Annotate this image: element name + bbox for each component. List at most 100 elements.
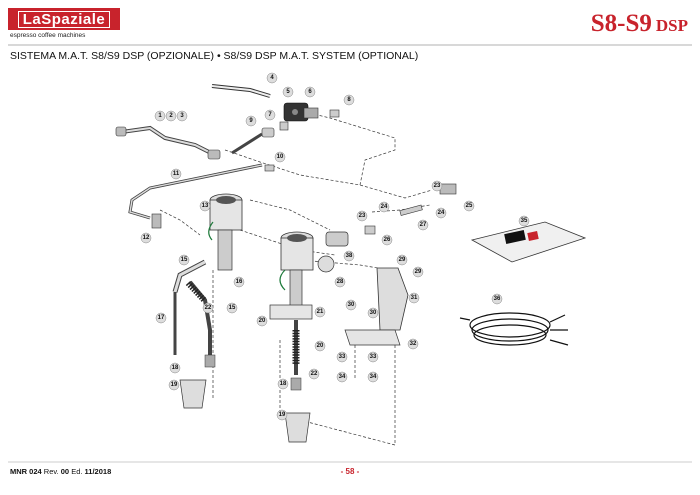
callout-label: 25 — [466, 203, 473, 209]
callout-label: 3 — [180, 113, 184, 119]
callout-label: 34 — [339, 374, 346, 380]
callout-label: 28 — [337, 279, 344, 285]
fitting-10 — [264, 164, 275, 172]
callout: 28 — [334, 276, 346, 288]
bracket-31 — [376, 267, 409, 331]
page-subtitle: SISTEMA M.A.T. S8/S9 DSP (OPZIONALE) • S… — [10, 50, 419, 62]
callout-label: 16 — [236, 279, 243, 285]
callout: 10 — [274, 151, 286, 163]
callout-label: 10 — [277, 154, 284, 160]
callout: 6 — [304, 86, 316, 98]
callout-label: 20 — [259, 318, 266, 324]
document-reference: MNR 024 Rev. 00 Ed. 11/2018 — [10, 467, 111, 476]
callouts: 1 2 3 4 5 6 7 8 9 10 11 12 13 15 15 16 1… — [140, 72, 530, 421]
callout: 22 — [202, 302, 214, 314]
rev-number: 00 — [60, 467, 70, 476]
callout: 34 — [336, 371, 348, 383]
callout: 2 — [165, 110, 177, 122]
callout-label: 17 — [158, 315, 165, 321]
callout: 24 — [435, 207, 447, 219]
callout: 18 — [277, 378, 289, 390]
callout: 15 — [178, 254, 190, 266]
callout-label: 18 — [172, 365, 179, 371]
callout-label: 26 — [384, 237, 391, 243]
model-suffix: DSP — [655, 16, 688, 35]
callout: 35 — [518, 215, 530, 227]
callout-label: 30 — [370, 310, 377, 316]
callout: 20 — [256, 315, 268, 327]
edition-date: 11/2018 — [84, 467, 112, 476]
callout: 30 — [367, 307, 379, 319]
callout: 23 — [356, 210, 368, 222]
callout-label: 33 — [370, 354, 377, 360]
callout: 11 — [170, 168, 182, 180]
callout-label: 2 — [169, 113, 173, 119]
callout: 18 — [169, 362, 181, 374]
callout: 19 — [168, 379, 180, 391]
fitting-8 — [329, 109, 340, 118]
control-board-35 — [470, 221, 587, 263]
callout: 34 — [367, 371, 379, 383]
callout-label: 32 — [410, 341, 417, 347]
steam-wand-right — [269, 231, 314, 443]
rev-label: Rev. — [43, 467, 59, 476]
callout-label: 23 — [359, 213, 366, 219]
callout-label: 20 — [317, 343, 324, 349]
callout: 13 — [199, 200, 211, 212]
callout: 31 — [408, 292, 420, 304]
callout: 21 — [314, 306, 326, 318]
callout: 20 — [314, 340, 326, 352]
callout-label: 15 — [181, 257, 188, 263]
callout: 8 — [343, 94, 355, 106]
callout-label: 19 — [171, 382, 178, 388]
callout-label: 11 — [173, 171, 180, 177]
callout: 17 — [155, 312, 167, 324]
callout-label: 5 — [286, 89, 290, 95]
ed-label: Ed. — [71, 467, 83, 476]
callout-label: 29 — [415, 269, 422, 275]
callout-label: 21 — [317, 309, 324, 315]
callout-label: 12 — [143, 235, 150, 241]
callout-label: 1 — [158, 113, 162, 119]
callout: 29 — [412, 266, 424, 278]
callout: 29 — [396, 254, 408, 266]
pipe-assembly-1-3 — [115, 125, 221, 160]
brand-logo: LaSpaziale — [8, 8, 120, 30]
callout-label: 34 — [370, 374, 377, 380]
callout-label: 38 — [346, 253, 353, 259]
solenoid-valve-6 — [283, 102, 319, 122]
fitting-25 — [439, 183, 457, 195]
callout-label: 31 — [411, 295, 418, 301]
callout: 36 — [491, 293, 503, 305]
callout: 4 — [266, 72, 278, 84]
callout: 15 — [226, 302, 238, 314]
callout: 1 — [154, 110, 166, 122]
callout: 33 — [336, 351, 348, 363]
callout-label: 30 — [348, 302, 355, 308]
callout-label: 29 — [399, 257, 406, 263]
callout-label: 33 — [339, 354, 346, 360]
callout-label: 6 — [308, 89, 312, 95]
callout-label: 15 — [229, 305, 236, 311]
callout: 22 — [308, 368, 320, 380]
bracket-32 — [344, 329, 401, 346]
callout: 27 — [417, 219, 429, 231]
callout-label: 35 — [521, 218, 528, 224]
rod-27 — [399, 204, 423, 216]
knob-28 — [317, 255, 335, 273]
callout-label: 7 — [268, 112, 272, 118]
callout-label: 18 — [280, 381, 287, 387]
callout: 12 — [140, 232, 152, 244]
callout: 16 — [233, 276, 245, 288]
callout: 7 — [264, 109, 276, 121]
callout: 25 — [463, 200, 475, 212]
callout: 19 — [276, 409, 288, 421]
fitting-12 — [151, 213, 162, 229]
cable-harness-36 — [459, 312, 569, 346]
callout-label: 24 — [381, 204, 388, 210]
logo-text: LaSpaziale — [17, 10, 111, 28]
fitting-7 — [279, 121, 289, 131]
fitting-26 — [364, 225, 376, 235]
callout: 23 — [431, 180, 443, 192]
callout: 38 — [343, 250, 355, 262]
